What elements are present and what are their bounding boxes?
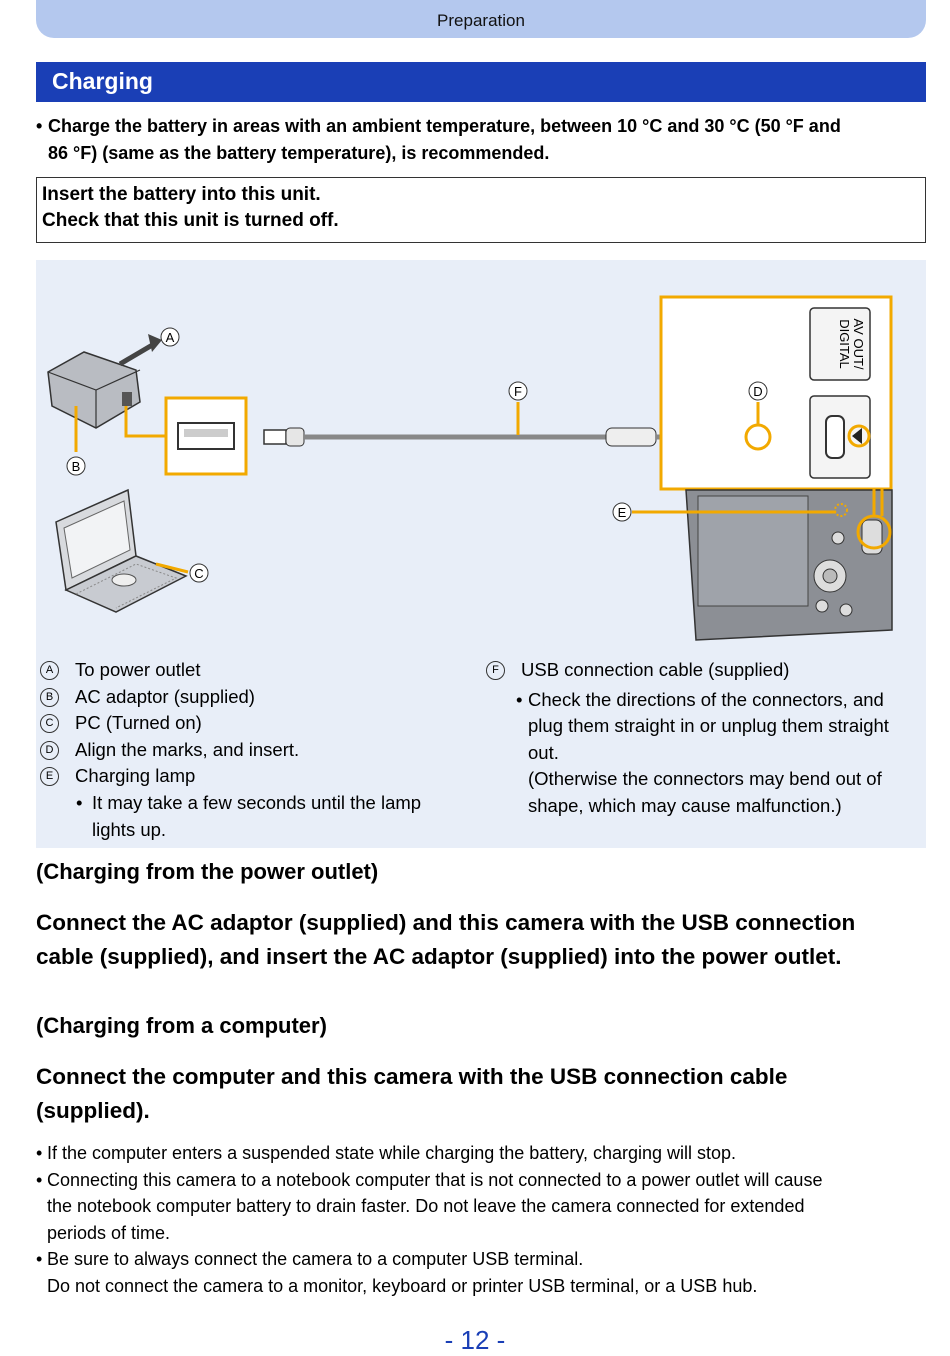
connection-diagram: AV OUT/ DIGITAL A B: [36, 260, 926, 848]
box-line-2: Check that this unit is turned off.: [42, 210, 339, 231]
marker-f: F: [508, 381, 528, 401]
intro-note: • Charge the battery in areas with an am…: [36, 113, 926, 167]
outlet-heading: (Charging from the power outlet): [36, 859, 379, 884]
notes-list: •If the computer enters a suspended stat…: [36, 1140, 926, 1300]
note-item: • Connecting this camera to a notebook c…: [36, 1169, 823, 1243]
marker-e: E: [612, 502, 632, 522]
intro-line-1: Charge the battery in areas with an ambi…: [48, 116, 841, 136]
computer-step: Connect the computer and this camera wit…: [36, 1064, 788, 1123]
box-line-1: Insert the battery into this unit.: [42, 184, 321, 205]
port-label-1: AV OUT/: [851, 318, 866, 369]
camera-illustration: [685, 489, 893, 641]
header-title: Preparation: [437, 11, 525, 30]
bullet-icon: •: [36, 116, 43, 136]
svg-text:B: B: [72, 459, 81, 474]
marker-d: D: [748, 381, 768, 401]
svg-text:D: D: [753, 384, 762, 399]
svg-text:A: A: [166, 330, 175, 345]
header-bar: Preparation: [36, 0, 926, 38]
marker-a: A: [160, 327, 180, 347]
section-bar: Charging: [36, 62, 926, 102]
page-number: - 12 -: [444, 1325, 506, 1355]
marker-c: C: [189, 563, 209, 583]
ac-adaptor-illustration: [47, 351, 141, 429]
port-label-2: DIGITAL: [837, 319, 852, 369]
note-item: •If the computer enters a suspended stat…: [36, 1143, 737, 1163]
legend-sub-note: • It may take a few seconds until the la…: [76, 791, 422, 840]
laptop-illustration: [55, 488, 188, 613]
note-item: • Be sure to always connect the camera t…: [36, 1249, 758, 1296]
instruction-box: Insert the battery into this unit. Check…: [36, 177, 926, 243]
svg-text:E: E: [618, 505, 627, 520]
outlet-step: Connect the AC adaptor (supplied) and th…: [36, 910, 856, 969]
computer-heading: (Charging from a computer): [36, 1013, 327, 1038]
diagram-illustration: AV OUT/ DIGITAL A B: [47, 295, 893, 641]
intro-line-2: 86 °F) (same as the battery temperature)…: [48, 143, 550, 163]
svg-text:C: C: [194, 566, 203, 581]
svg-text:F: F: [514, 384, 522, 399]
section-title: Charging: [52, 68, 153, 94]
marker-b: B: [66, 456, 86, 476]
legend-sub-note: • Check the directions of the connectors…: [516, 688, 889, 816]
